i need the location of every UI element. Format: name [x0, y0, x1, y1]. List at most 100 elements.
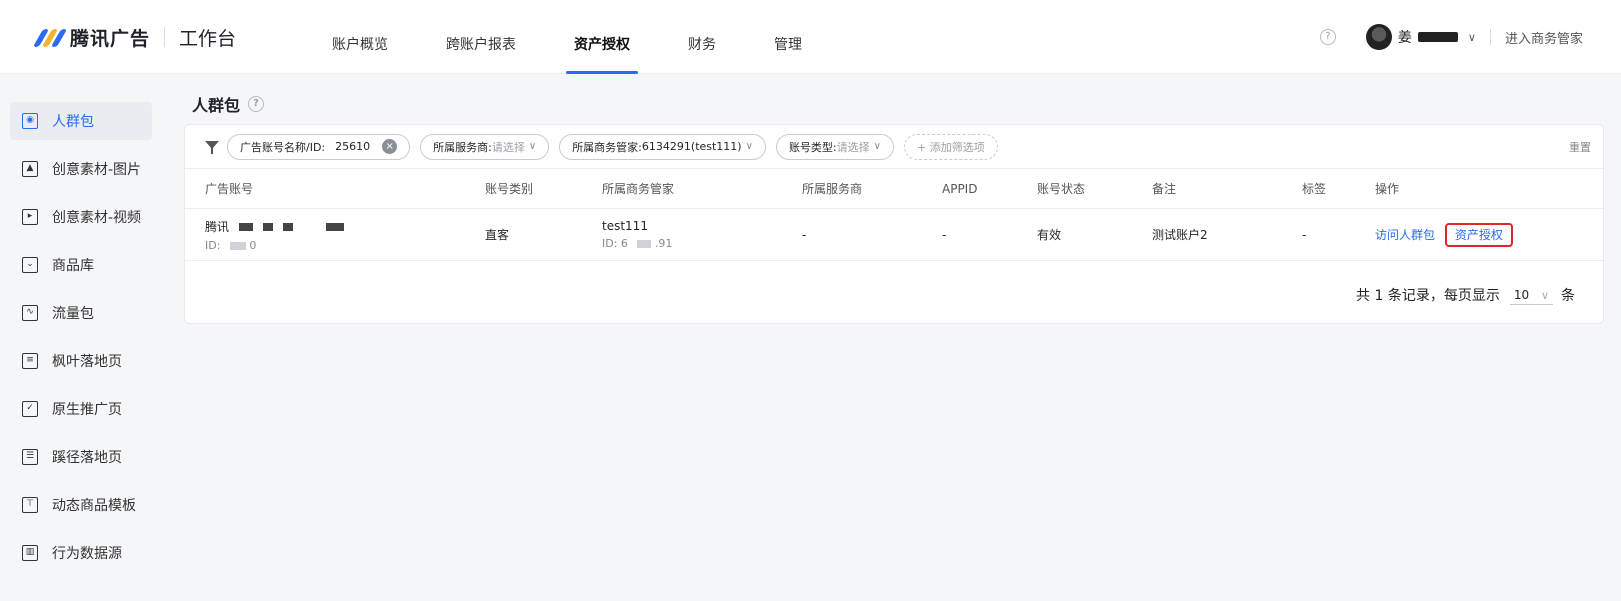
sidebar-item-label: 商品库: [52, 258, 94, 274]
pagination: 共 1 条记录，每页显示 10 ∨ 条: [1356, 285, 1575, 305]
sidebar-item-product-library[interactable]: ⌄ 商品库: [10, 246, 152, 284]
redaction-mask: [326, 223, 345, 231]
add-filter-button[interactable]: + 添加筛选项: [903, 133, 998, 160]
filter-service-provider[interactable]: 所属服务商: 请选择 ∨: [420, 133, 550, 160]
redaction-mask: [229, 241, 246, 250]
nav-account-overview[interactable]: 账户概览: [332, 37, 388, 53]
filter-type-placeholder: 请选择: [836, 140, 870, 154]
filter-service-label: 所属服务商:: [433, 140, 492, 154]
chevron-down-icon: ∨: [528, 141, 537, 152]
help-icon[interactable]: ?: [1319, 29, 1336, 45]
filter-manager-value: 6134291(test111): [641, 140, 742, 153]
header-ad-account: 广告账号: [205, 182, 254, 196]
manager-id: ID: 6: [602, 237, 628, 250]
avatar[interactable]: [1365, 24, 1392, 50]
redaction-mask: [238, 223, 253, 231]
header-service-provider: 所属服务商: [802, 182, 863, 196]
header-remark: 备注: [1152, 182, 1177, 196]
sidebar-item-label: 创意素材-图片: [52, 162, 142, 178]
filter-icon[interactable]: [205, 140, 219, 154]
page-size-select[interactable]: 10 ∨: [1509, 286, 1553, 305]
cell-account-status: 有效: [1037, 228, 1062, 242]
header-appid: APPID: [942, 181, 978, 196]
sidebar: ◉ 人群包 ▲ 创意素材-图片 ▸ 创意素材-视频 ⌄ 商品库 ∿ 流量包 ≡ …: [0, 74, 166, 601]
cell-remark: 测试账户2: [1152, 228, 1208, 242]
sidebar-item-dynamic-product-template[interactable]: ⊤ 动态商品模板: [10, 486, 152, 524]
sidebar-item-label: 流量包: [52, 306, 94, 322]
logo-divider: [164, 27, 166, 47]
cell-service-provider: -: [802, 227, 807, 242]
chevron-down-icon: ∨: [745, 141, 753, 152]
nav-finance[interactable]: 财务: [688, 37, 716, 53]
page-title-text: 人群包: [192, 96, 241, 115]
filter-account-label: 广告账号名称/ID:: [240, 140, 326, 154]
image-icon: ▲: [22, 161, 38, 177]
nav-asset-authorization[interactable]: 资产授权: [566, 0, 638, 74]
sidebar-item-behavior-data-source[interactable]: ▥ 行为数据源: [10, 534, 152, 572]
chevron-down-icon[interactable]: ∨: [1467, 30, 1476, 44]
audience-icon: ◉: [22, 113, 38, 129]
filter-manager-label: 所属商务管家:: [572, 140, 642, 154]
enter-business-manager-link[interactable]: 进入商务管家: [1504, 31, 1583, 47]
sidebar-item-creative-video[interactable]: ▸ 创意素材-视频: [10, 198, 152, 236]
redaction-mask: [262, 223, 273, 231]
video-icon: ▸: [22, 209, 38, 225]
filter-account-value: 25610: [335, 140, 371, 153]
tencent-ads-logo-icon: [32, 27, 68, 47]
filter-business-manager[interactable]: 所属商务管家: 6134291(test111) ∨: [559, 133, 766, 160]
filter-type-label: 账号类型:: [788, 140, 837, 154]
sidebar-item-native-promo-page[interactable]: ✓ 原生推广页: [10, 390, 152, 428]
divider: [1489, 29, 1491, 45]
manager-name: test111: [602, 219, 648, 233]
page-title: 人群包 ?: [192, 92, 265, 116]
nav-management[interactable]: 管理: [774, 37, 802, 53]
header-business-manager: 所属商务管家: [602, 182, 675, 196]
user-name-mask: [1417, 32, 1458, 42]
product-icon: ⌄: [22, 257, 38, 273]
sidebar-item-audience[interactable]: ◉ 人群包: [10, 102, 152, 140]
main-nav: 账户概览 跨账户报表 资产授权 财务 管理: [330, 0, 858, 74]
top-right-area: ? 姜 ∨ 进入商务管家: [1319, 0, 1583, 74]
sidebar-item-traffic-pack[interactable]: ∿ 流量包: [10, 294, 152, 332]
sidebar-item-label: 创意素材-视频: [52, 210, 142, 226]
filter-account[interactable]: 广告账号名称/ID: 25610 ×: [227, 133, 411, 160]
document-icon: ☰: [22, 449, 38, 465]
cell-account-category: 直客: [485, 228, 510, 242]
audience-list-card: 广告账号名称/ID: 25610 × 所属服务商: 请选择 ∨ 所属商务管家: …: [184, 124, 1604, 324]
cell-ad-account: 腾讯 ID: 0: [185, 218, 485, 252]
page-size-value: 10: [1513, 287, 1530, 302]
template-icon: ⊤: [22, 497, 38, 513]
chevron-down-icon: ∨: [873, 141, 881, 152]
chevron-down-icon: ∨: [1540, 288, 1549, 302]
cell-actions: 访问人群包 资产授权: [1375, 223, 1555, 247]
logo[interactable]: 腾讯广告 工作台: [32, 0, 237, 74]
header-account-category: 账号类别: [485, 182, 534, 196]
help-icon[interactable]: ?: [248, 96, 265, 112]
sidebar-item-label: 枫叶落地页: [52, 354, 122, 370]
cell-appid: -: [942, 227, 947, 242]
filter-account-type[interactable]: 账号类型: 请选择 ∨: [775, 133, 894, 160]
filter-service-placeholder: 请选择: [491, 140, 525, 154]
user-name: 姜: [1397, 30, 1412, 46]
native-page-icon: ✓: [22, 401, 38, 417]
top-bar: 腾讯广告 工作台 账户概览 跨账户报表 资产授权 财务 管理 ? 姜 ∨ 进入商…: [0, 0, 1621, 74]
reset-button[interactable]: 重置: [1569, 141, 1591, 154]
table-header: 广告账号 账号类别 所属商务管家 所属服务商 APPID 账号状态 备注 标签 …: [185, 169, 1603, 209]
data-source-icon: ▥: [22, 545, 38, 561]
logo-text: 腾讯广告: [70, 27, 151, 50]
traffic-icon: ∿: [22, 305, 38, 321]
clear-icon[interactable]: ×: [382, 139, 398, 154]
sidebar-item-label: 蹊径落地页: [52, 450, 122, 466]
nav-cross-account-report[interactable]: 跨账户报表: [446, 37, 516, 53]
filter-bar: 广告账号名称/ID: 25610 × 所属服务商: 请选择 ∨ 所属商务管家: …: [185, 125, 1603, 169]
sidebar-item-maple-landing-page[interactable]: ≡ 枫叶落地页: [10, 342, 152, 380]
sidebar-item-label: 动态商品模板: [52, 498, 136, 514]
asset-authorization-link[interactable]: 资产授权: [1444, 223, 1513, 247]
sidebar-item-creative-image[interactable]: ▲ 创意素材-图片: [10, 150, 152, 188]
visit-audience-link[interactable]: 访问人群包: [1375, 228, 1436, 242]
redaction-mask: [282, 223, 293, 231]
header-account-status: 账号状态: [1037, 182, 1086, 196]
workbench-title: 工作台: [179, 27, 237, 50]
sidebar-item-xijing-landing-page[interactable]: ☰ 蹊径落地页: [10, 438, 152, 476]
cell-business-manager: test111 ID: 6 .91: [602, 219, 802, 250]
